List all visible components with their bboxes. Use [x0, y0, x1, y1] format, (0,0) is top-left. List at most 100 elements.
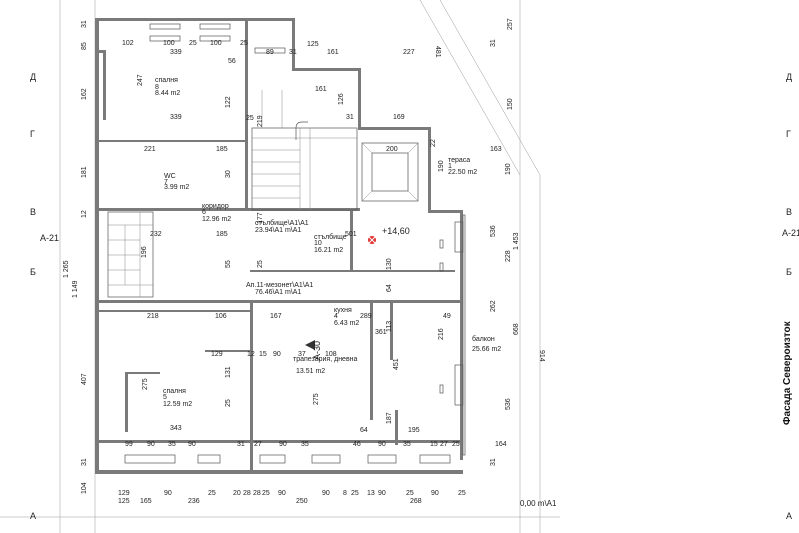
dim: 250	[296, 498, 308, 505]
room-area: 25.66 m2	[472, 346, 501, 353]
level-bottom: 0,00 m\A1	[520, 499, 557, 508]
dim: 25	[406, 490, 414, 497]
room-terrace-1: тераса 1 22.50 m2	[448, 157, 477, 176]
dim: 15	[430, 441, 438, 448]
dim: 8	[343, 490, 347, 497]
dim: 90	[431, 490, 439, 497]
dim: 232	[150, 231, 162, 238]
room-staircase-10: стълбище 10 16.21 m2	[314, 233, 347, 254]
dim: 343	[170, 425, 182, 432]
dim: 89	[266, 49, 274, 56]
dim: 113	[386, 321, 393, 332]
dim: 236	[188, 498, 200, 505]
dim: 257	[507, 18, 514, 30]
dim: 185	[216, 231, 228, 238]
room-area: 13.51 m2	[296, 368, 325, 375]
dim: 28	[243, 490, 251, 497]
dim: 13	[367, 490, 375, 497]
dim: 90	[164, 490, 172, 497]
dim: 126	[338, 93, 345, 105]
door-marker	[305, 340, 315, 350]
dim: 161	[327, 49, 339, 56]
dim: 187	[386, 412, 393, 424]
dim: 25	[262, 490, 270, 497]
dim: 164	[495, 441, 507, 448]
dim: 275	[313, 393, 320, 405]
room-area: 22.50 m2	[448, 169, 477, 176]
axis-labels-left: Д Г В А-21 Б А	[30, 72, 59, 521]
dim: 914	[538, 350, 545, 362]
room-name: балкон	[472, 335, 495, 343]
room-number: 5	[163, 394, 167, 401]
room-area: 8.44 m2	[155, 90, 180, 97]
dim: 177	[257, 212, 264, 224]
dim: 37	[298, 351, 306, 358]
room-area: 23.94\А1 m\А1	[255, 227, 301, 234]
room-number: 6	[202, 209, 206, 216]
dim: 90	[278, 490, 286, 497]
dim: 289	[360, 313, 372, 320]
room-area: 76.46\А1 m\А1	[255, 289, 301, 296]
room-bedroom-5: спалня 5 12.59 m2	[163, 388, 192, 408]
room-labels: спалня 8 8.44 m2 WC 7 3.99 m2 коридор 6 …	[155, 77, 501, 408]
dim: 268	[410, 498, 422, 505]
room-number: 1	[448, 163, 452, 170]
dim: 451	[393, 358, 400, 370]
dim: 196	[141, 246, 148, 258]
dim: 31	[490, 458, 497, 466]
level-marker	[368, 236, 376, 244]
dim: 129	[211, 351, 223, 358]
axis-label: В	[786, 207, 792, 217]
room-name: тераса	[448, 157, 470, 164]
room-name: кухня	[334, 307, 352, 314]
dim: 129	[118, 490, 130, 497]
dim: 90	[279, 441, 287, 448]
room-apartment-11: Ап.11-мезонет\А1\А1 76.46\А1 m\А1	[246, 282, 313, 296]
dim: 12	[81, 210, 88, 218]
dim: 30	[225, 170, 232, 178]
door-label: A-30	[312, 341, 322, 360]
dim: 275	[142, 378, 149, 390]
bottom-windows	[124, 454, 451, 464]
dim: 90	[378, 490, 386, 497]
room-area: 16.21 m2	[314, 247, 343, 254]
dim: 25	[240, 40, 248, 47]
axis-label: А	[786, 511, 792, 521]
level-top: +14,60	[382, 226, 410, 236]
dim: 99	[125, 441, 133, 448]
spiral-staircase	[107, 211, 154, 298]
dim: 125	[307, 41, 319, 48]
facade-label: Фасада Североизток	[782, 320, 793, 425]
room-name: Ап.11-мезонет\А1\А1	[246, 282, 313, 289]
main-staircase	[251, 90, 358, 211]
terrace-opening	[361, 142, 419, 202]
dim: 25	[189, 40, 197, 47]
room-staircase-a1: стълбище\А1\А1 23.94\А1 m\А1	[255, 219, 309, 234]
top-windows	[149, 23, 286, 54]
dim: 90	[188, 441, 196, 448]
dim: 339	[170, 49, 182, 56]
dim: 31	[81, 20, 88, 28]
dim: 27	[440, 441, 448, 448]
dim: 35	[168, 441, 176, 448]
dim: 106	[215, 313, 227, 320]
room-wc-7: WC 7 3.99 m2	[164, 173, 189, 191]
dim: 31	[289, 49, 297, 56]
dim: 100	[163, 40, 175, 47]
room-number: 7	[164, 179, 168, 186]
dim: 90	[322, 490, 330, 497]
dim: 339	[170, 114, 182, 121]
dim: 64	[360, 427, 368, 434]
dim: 104	[81, 482, 88, 494]
axis-label: Б	[30, 267, 36, 277]
dim: 35	[301, 441, 309, 448]
room-area: 6.43 m2	[334, 320, 359, 327]
dim: 55	[225, 260, 232, 268]
dim: 31	[490, 39, 497, 47]
dim: 218	[147, 313, 159, 320]
dim: 181	[81, 166, 88, 178]
room-bedroom-8: спалня 8 8.44 m2	[155, 77, 180, 97]
dim: 216	[438, 328, 445, 340]
dim: 25	[246, 115, 254, 122]
